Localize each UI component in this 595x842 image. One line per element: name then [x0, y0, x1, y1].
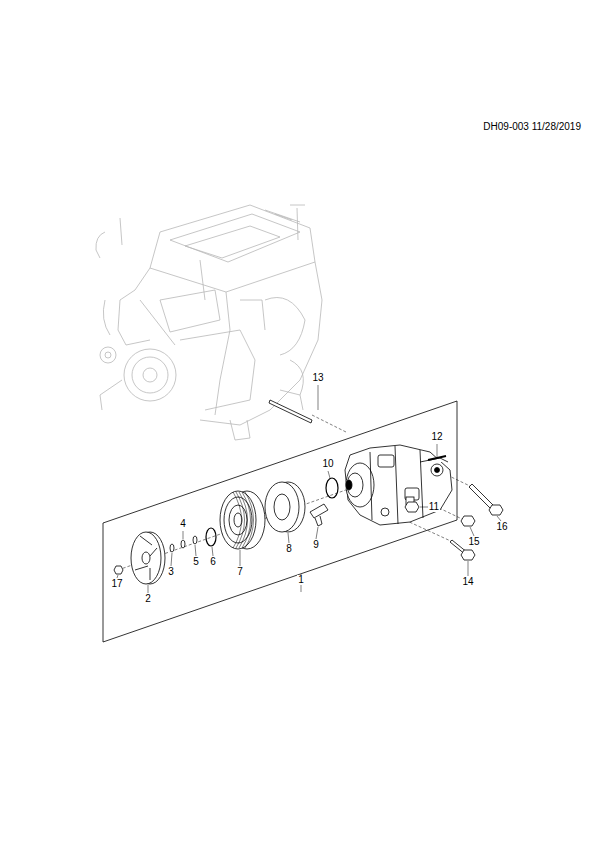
shim [170, 536, 197, 552]
engine-illustration [96, 205, 322, 440]
callout-number: 7 [236, 567, 244, 577]
callout-number: 11 [428, 502, 440, 512]
callout-number: 17 [110, 579, 123, 589]
nut [461, 516, 475, 526]
clutch-plate [131, 532, 165, 584]
nut [405, 502, 419, 512]
callout-number: 1 [297, 575, 305, 585]
callout-number: 3 [167, 567, 175, 577]
callout-number: 4 [179, 519, 187, 529]
assembly-line [118, 415, 472, 570]
callout-number: 15 [467, 537, 480, 547]
callout-number: 16 [495, 522, 508, 532]
assembly-frame [103, 401, 457, 642]
callout-number: 9 [312, 540, 320, 550]
callout-number: 5 [192, 557, 200, 567]
callout-number: 2 [144, 594, 152, 604]
callout-number: 8 [285, 544, 293, 554]
snap-ring [326, 478, 338, 498]
nut [114, 566, 123, 574]
callout-number: 13 [311, 373, 324, 383]
compressor [345, 445, 452, 525]
callout-number: 10 [321, 459, 334, 469]
callout-number: 12 [430, 432, 443, 442]
callout-number: 14 [461, 577, 474, 587]
callout-number: 6 [209, 557, 217, 567]
pulley [220, 491, 265, 549]
coil-connector [310, 504, 328, 526]
bolt [469, 484, 503, 515]
field-coil [265, 482, 305, 532]
stud-bolt [269, 400, 312, 423]
pulley-groove [245, 492, 254, 548]
snap-ring [206, 528, 216, 546]
drawing-id: DH09-003 11/28/2019 [482, 122, 582, 132]
leader-line [117, 385, 501, 593]
